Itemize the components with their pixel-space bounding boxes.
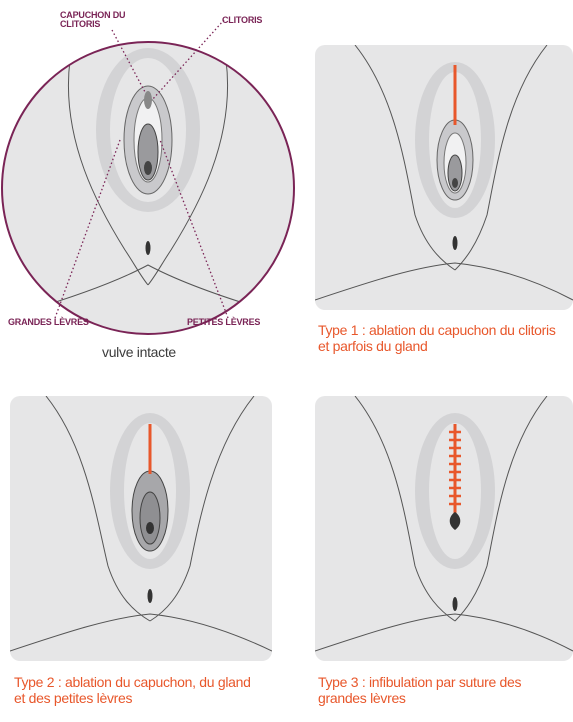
panel-type3 [315, 396, 573, 661]
label-clitoris: CLITORIS [222, 16, 262, 25]
anus-mark [146, 241, 151, 255]
panel-intact [0, 0, 300, 340]
clitoris-mark [144, 91, 152, 109]
type2-illustration [10, 396, 272, 661]
caption-intact: vulve intacte [102, 344, 176, 360]
type3-illustration [315, 396, 573, 661]
label-capuchon-du-clitoris: CAPUCHON DU CLITORIS [60, 11, 125, 29]
caption-type2: Type 2 : ablation du capuchon, du gland … [14, 674, 259, 706]
panel-type1 [315, 45, 573, 310]
type1-illustration [315, 45, 573, 310]
caption-type3: Type 3 : infibulation par suture des gra… [318, 674, 573, 706]
intact-vulva-illustration [0, 0, 300, 340]
label-grandes-levres: GRANDES LÈVRES [8, 318, 89, 327]
caption-type1: Type 1 : ablation du capuchon du clitori… [318, 322, 568, 354]
label-petites-levres: PETITES LÈVRES [187, 318, 260, 327]
panel-type2 [10, 396, 272, 661]
